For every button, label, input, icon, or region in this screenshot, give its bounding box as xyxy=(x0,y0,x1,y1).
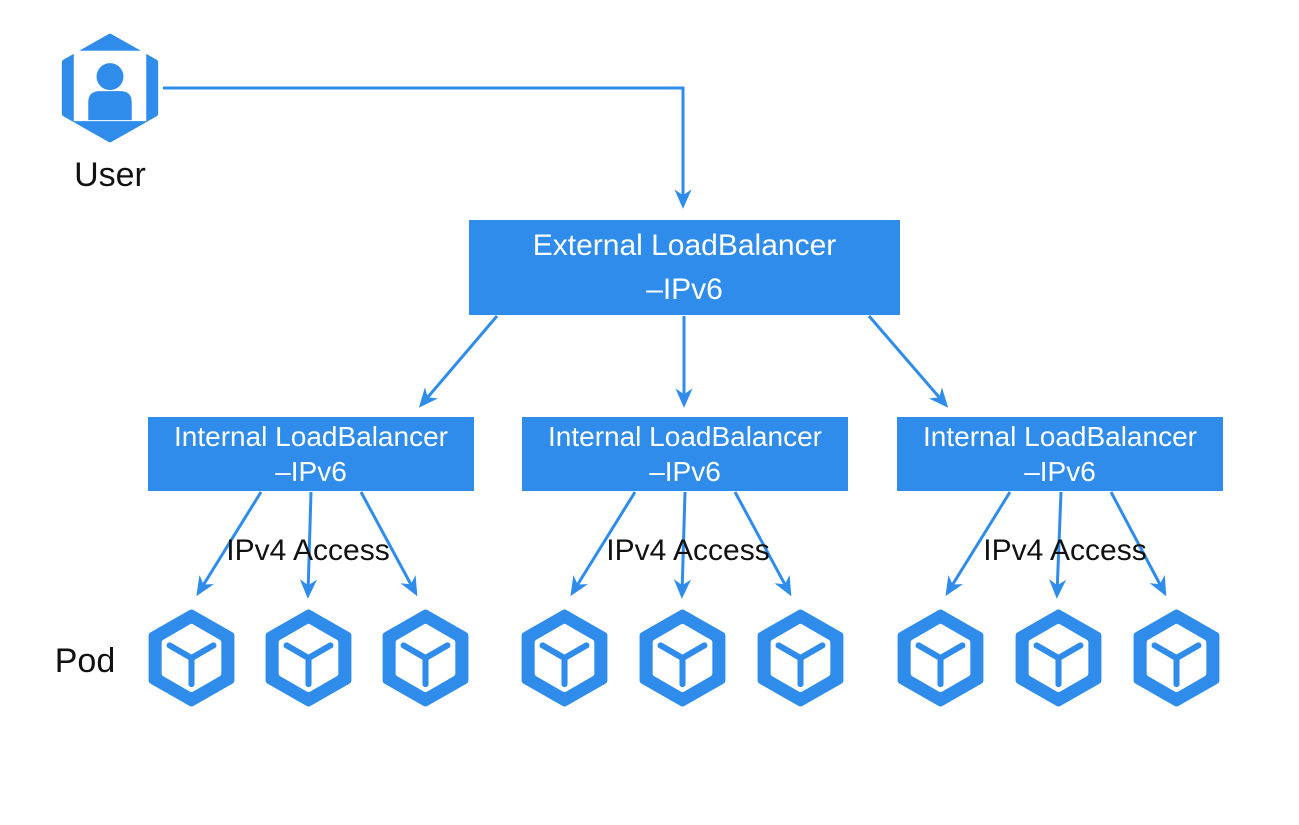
edge-internal2-to-pod2 xyxy=(673,491,692,599)
internal-loadbalancer-node-1: Internal LoadBalancer –IPv6 xyxy=(148,417,474,491)
pod-cube-hexagon-icon xyxy=(377,602,474,714)
ipv4-access-label-3: IPv4 Access xyxy=(983,534,1147,567)
pod-cube-hexagon-icon xyxy=(143,602,240,714)
user-hexagon-icon xyxy=(56,30,164,146)
ipv4-access-label-2: IPv4 Access xyxy=(606,534,770,567)
internal-loadbalancer-node-2: Internal LoadBalancer –IPv6 xyxy=(522,417,848,491)
edge-internal3-to-pod3 xyxy=(1109,491,1167,597)
edge-external-to-internal-1 xyxy=(418,315,499,408)
internal-loadbalancer-title: Internal LoadBalancer xyxy=(174,421,448,452)
pod-cube-hexagon-icon xyxy=(752,602,849,714)
internal-loadbalancer-node-3: Internal LoadBalancer –IPv6 xyxy=(897,417,1223,491)
edge-internal3-to-pod2 xyxy=(1048,491,1067,599)
ipv4-access-label-1: IPv4 Access xyxy=(226,534,390,567)
edge-internal1-to-pod3 xyxy=(359,491,418,597)
edge-internal2-to-pod3 xyxy=(733,491,792,597)
external-loadbalancer-subtitle: –IPv6 xyxy=(646,272,723,306)
edge-internal1-to-pod2 xyxy=(299,491,318,599)
pod-cube-hexagon-icon xyxy=(1128,602,1225,714)
internal-loadbalancer-subtitle: –IPv6 xyxy=(649,456,721,487)
internal-loadbalancer-title: Internal LoadBalancer xyxy=(923,421,1197,452)
user-label: User xyxy=(74,156,146,194)
pod-cube-hexagon-icon xyxy=(892,602,989,714)
pod-cube-hexagon-icon xyxy=(516,602,613,714)
pod-cube-hexagon-icon xyxy=(260,602,357,714)
external-loadbalancer-node: External LoadBalancer –IPv6 xyxy=(469,220,900,315)
edge-internal3-to-pod1 xyxy=(945,491,1012,597)
pod-cube-hexagon-icon xyxy=(1010,602,1107,714)
edge-external-to-internal-3 xyxy=(867,315,949,408)
pod-cube-hexagon-icon xyxy=(634,602,731,714)
internal-loadbalancer-subtitle: –IPv6 xyxy=(275,456,347,487)
external-loadbalancer-title: External LoadBalancer xyxy=(532,228,837,262)
pod-row-label: Pod xyxy=(54,642,116,680)
internal-loadbalancer-title: Internal LoadBalancer xyxy=(548,421,822,452)
edge-internal1-to-pod1 xyxy=(196,491,263,597)
edge-user-to-external-lb xyxy=(163,86,692,209)
edge-internal2-to-pod1 xyxy=(570,491,637,597)
internal-loadbalancer-subtitle: –IPv6 xyxy=(1024,456,1096,487)
